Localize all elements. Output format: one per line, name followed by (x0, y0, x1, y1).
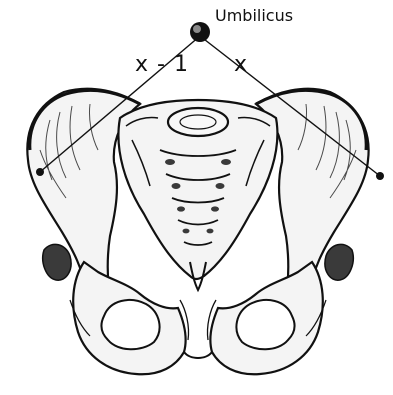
left-asis-point (36, 168, 44, 176)
right-asis-point (376, 172, 384, 180)
vertebral-body (168, 108, 228, 136)
right-obturator-foramen (236, 300, 294, 349)
left-distance-label: x - 1 (135, 54, 189, 76)
right-acetabulum (325, 244, 353, 280)
umbilicus-label: Umbilicus (215, 8, 293, 24)
left-acetabulum (43, 244, 71, 280)
umbilicus-marker (190, 22, 210, 42)
pubic-symphysis (184, 352, 212, 358)
right-distance-label: x (234, 54, 247, 76)
left-obturator-foramen (101, 300, 159, 349)
